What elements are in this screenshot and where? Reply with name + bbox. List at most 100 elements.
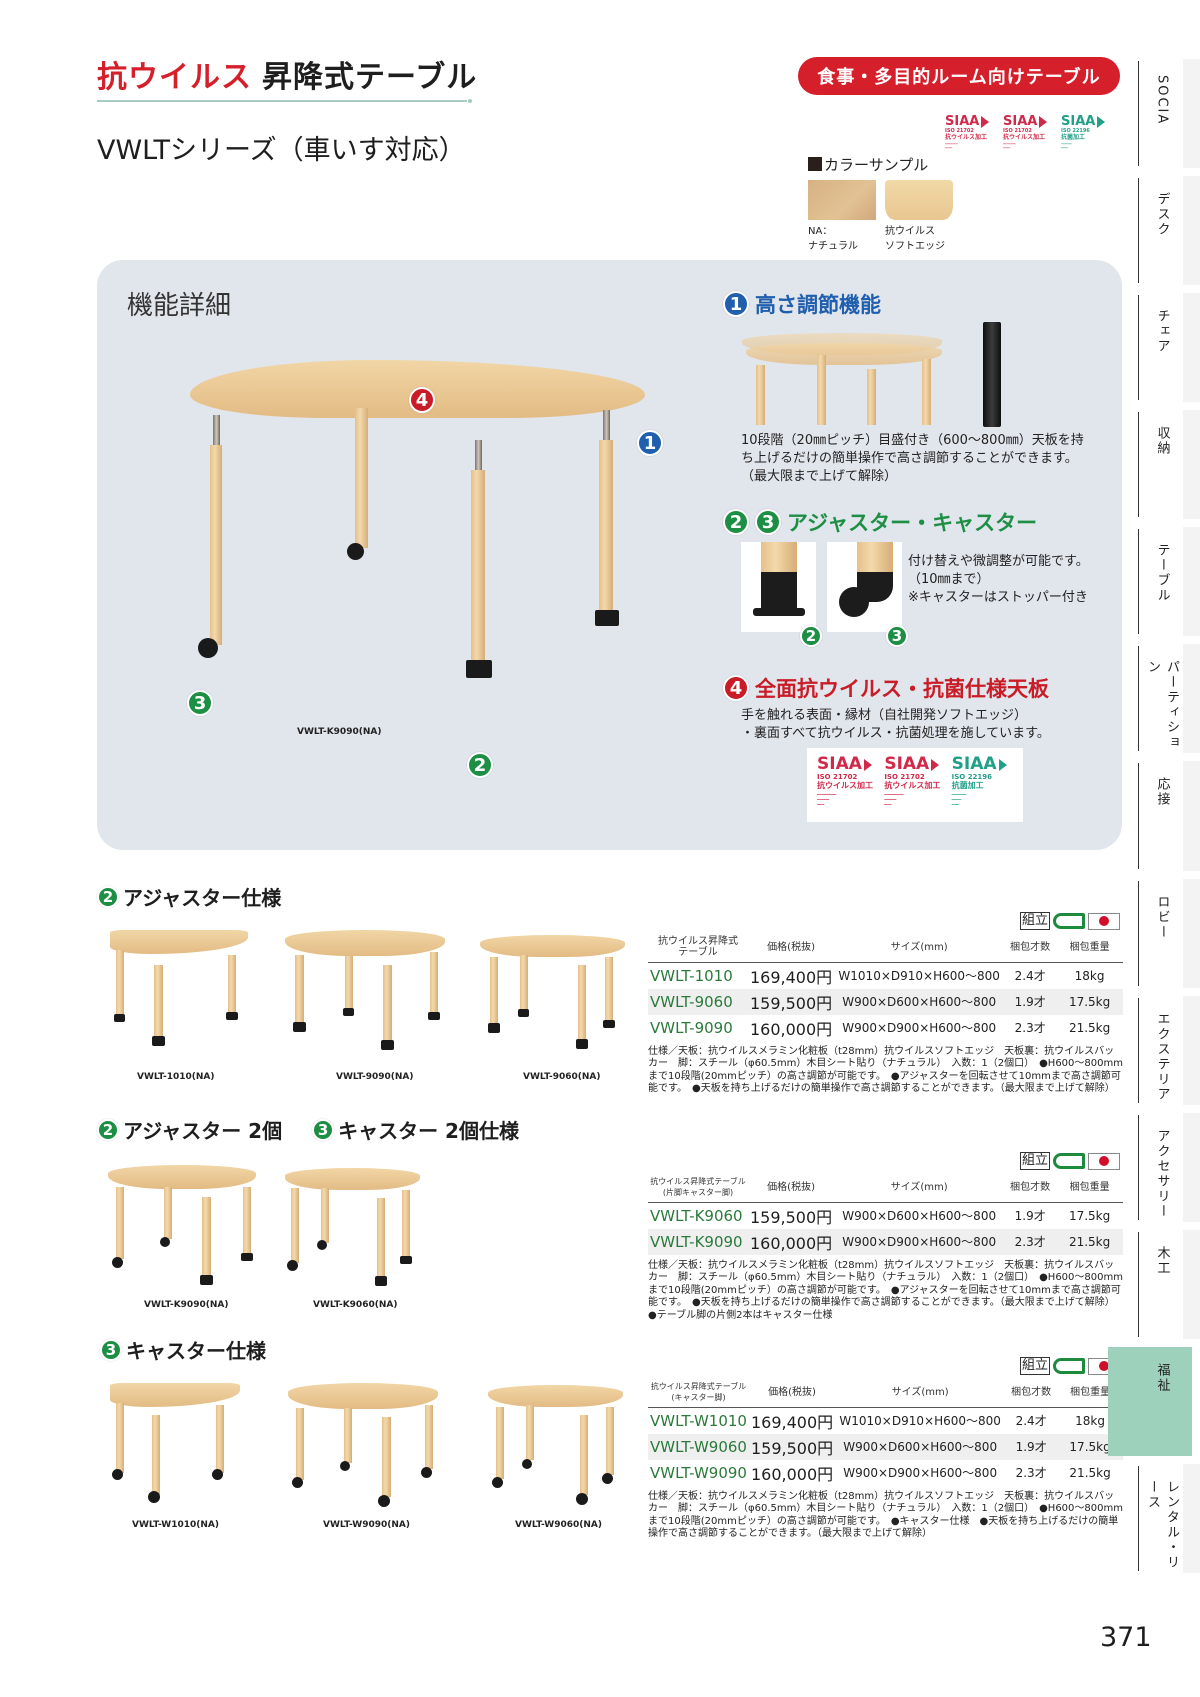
feature-adjuster-caster-heading: 2 3 アジャスター・キャスター [723,507,1037,537]
badge-4: 4 [723,675,749,701]
spec-table-adjuster: 組立 抗ウイルス昇降式 テーブル 価格(税抜) サイズ(mm) 梱包才数 梱包重… [648,912,1123,1095]
siaa-arrow-icon [1039,115,1048,128]
callout-top-4: 4 [409,387,435,413]
section-caster-heading: 3 キャスター仕様 [100,1335,266,1364]
product-label: VWLT-W9060(NA) [515,1520,602,1530]
badge-1: 1 [723,291,749,317]
spec-table-caster: 組立 抗ウイルス昇降式テーブル (キャスター脚) 価格(税抜) サイズ(mm) … [648,1357,1123,1540]
height-scale-pole-image [983,322,1001,427]
badge-3: 3 [755,509,781,535]
product-image-vwlt-w9060 [488,1385,638,1510]
assembly-icon: 組立 [1019,1152,1050,1170]
certification-logos-top: SIAA ISO 21702 抗ウイルス加工 ━━━━━━━━━━━ SIAA … [945,115,1113,151]
siaa-antiviral-logo: SIAA ISO 21702 抗ウイルス加工 ━━━━━━━━━━━ [1003,115,1055,151]
adjuster-detail-image [741,542,816,632]
siaa-antiviral-logo: SIAA ISO 21702 抗ウイルス加工 ━━━━━━━━━━━━━━━━ [817,754,873,808]
spec-note: 仕様／天板：抗ウイルスメラミン化粧板（t28mm）抗ウイルスソフトエッジ 天板裏… [648,1259,1123,1321]
title-divider [97,100,467,102]
title-accent: 抗ウイルス [97,60,252,95]
product-label: VWLT-1010(NA) [137,1072,215,1082]
section-adjuster-caster-heading: 2 アジャスター 2個 3 キャスター 2個仕様 [97,1115,519,1144]
tab-chair[interactable]: チェア [1138,289,1200,406]
hero-image-label: VWLT-K9090(NA) [297,727,382,737]
swatch-soft-edge [885,180,953,220]
siaa-antiviral-logo: SIAA ISO 21702 抗ウイルス加工 ━━━━━━━━━━━━━━━━ [884,754,941,808]
assembly-icon: 組立 [1019,912,1050,930]
feature-antiviral-top-text: 手を触れる表面・縁材（自社開発ソフトエッジ） ・裏面すべて抗ウイルス・抗菌処理を… [741,708,1050,741]
siaa-arrow-icon [998,758,1007,771]
made-in-japan-flag-icon [1088,912,1120,930]
spec-note: 仕様／天板：抗ウイルスメラミン化粧板（t28mm）抗ウイルスソフトエッジ 天板裏… [648,1045,1123,1095]
product-image-vwlt-w1010 [110,1383,260,1508]
product-image-vwlt-9090 [285,930,445,1055]
category-index-tabs: SOCIA デスク チェア 収納 テーブル パーティション 応接 ロビー エクス… [1108,55,1200,1577]
siaa-arrow-icon [1097,115,1106,128]
feature-height-adjust-text: 10段階（20㎜ピッチ）目盛付き（600～800㎜）天板を持ち上げるだけの簡単操… [741,433,1084,484]
siaa-arrow-icon [981,115,990,128]
product-label: VWLT-9060(NA) [523,1072,601,1082]
product-label: VWLT-K9090(NA) [144,1300,229,1310]
tab-table[interactable]: テーブル [1138,523,1200,640]
made-in-japan-flag-icon [1088,1152,1120,1170]
tab-desk[interactable]: デスク [1138,172,1200,289]
page-title: 抗ウイルス昇降式テーブル [97,52,477,96]
feature-panel-title: 機能詳細 [127,291,232,321]
green-purchase-icon [1053,1358,1085,1374]
swatch-natural [808,180,876,220]
section-adjuster-heading: 2 アジャスター仕様 [97,882,281,911]
badge-caster-3: 3 [886,625,908,647]
tab-socia[interactable]: SOCIA [1138,55,1200,172]
spec-note: 仕様／天板：抗ウイルスメラミン化粧板（t28mm）抗ウイルスソフトエッジ 天板裏… [648,1490,1123,1540]
page-number: 371 [1100,1622,1152,1653]
product-image-vwlt-1010 [110,930,260,1055]
siaa-arrow-icon [931,758,940,771]
tab-woodwork[interactable]: 木工 [1138,1226,1200,1343]
green-purchase-icon [1053,1153,1085,1169]
badge-2: 2 [723,509,749,535]
callout-caster-3: 3 [187,690,213,716]
product-image-vwlt-k9060 [285,1168,435,1293]
cert-icons: 組立 [1019,1357,1120,1375]
siaa-antiviral-logo: SIAA ISO 21702 抗ウイルス加工 ━━━━━━━━━━━ [945,115,997,151]
color-sample-label: カラーサンプル [808,154,928,175]
badge-adjuster-2: 2 [800,625,822,647]
feature-antiviral-top-heading: 4 全面抗ウイルス・抗菌仕様天板 [723,673,1049,703]
callout-height-1: 1 [637,430,663,456]
assembly-icon: 組立 [1019,1357,1050,1375]
tab-exterior[interactable]: エクステリア [1138,992,1200,1109]
tab-reception[interactable]: 応接 [1138,757,1200,875]
tab-rental-lease[interactable]: レンタル・リース [1138,1460,1200,1577]
product-image-vwlt-k9090 [108,1165,258,1290]
tab-welfare[interactable]: 福祉 [1108,1343,1200,1460]
cert-icons: 組立 [1019,912,1120,930]
title-main: 昇降式テーブル [262,60,478,95]
product-label: VWLT-W9090(NA) [323,1520,410,1530]
category-pill: 食事・多目的ルーム向けテーブル [798,57,1120,95]
tab-accessory[interactable]: アクセサリー [1138,1109,1200,1226]
callout-adjuster-2: 2 [467,752,493,778]
tab-lobby[interactable]: ロビー [1138,875,1200,992]
caster-detail-image [827,542,902,632]
series-subtitle: VWLTシリーズ（車いす対応） [97,135,466,166]
product-image-vwlt-9060 [480,935,630,1060]
tab-storage[interactable]: 収納 [1138,406,1200,523]
siaa-arrow-icon [863,758,872,771]
product-image-vwlt-w9090 [288,1383,438,1508]
square-bullet-icon [808,157,822,171]
title-divider-dot [468,99,472,103]
tab-partition[interactable]: パーティション [1138,640,1200,757]
product-label: VWLT-K9060(NA) [313,1300,398,1310]
siaa-antibacterial-logo: SIAA ISO 22196 抗菌加工 ━━━━━━━━━━━━━ [952,756,1013,814]
green-purchase-icon [1053,913,1085,929]
swatch-soft-edge-label: 抗ウイルスソフトエッジ [885,226,945,252]
cert-icons: 組立 [1019,1152,1120,1170]
feature-height-adjust-heading: 1 高さ調節機能 [723,289,881,319]
